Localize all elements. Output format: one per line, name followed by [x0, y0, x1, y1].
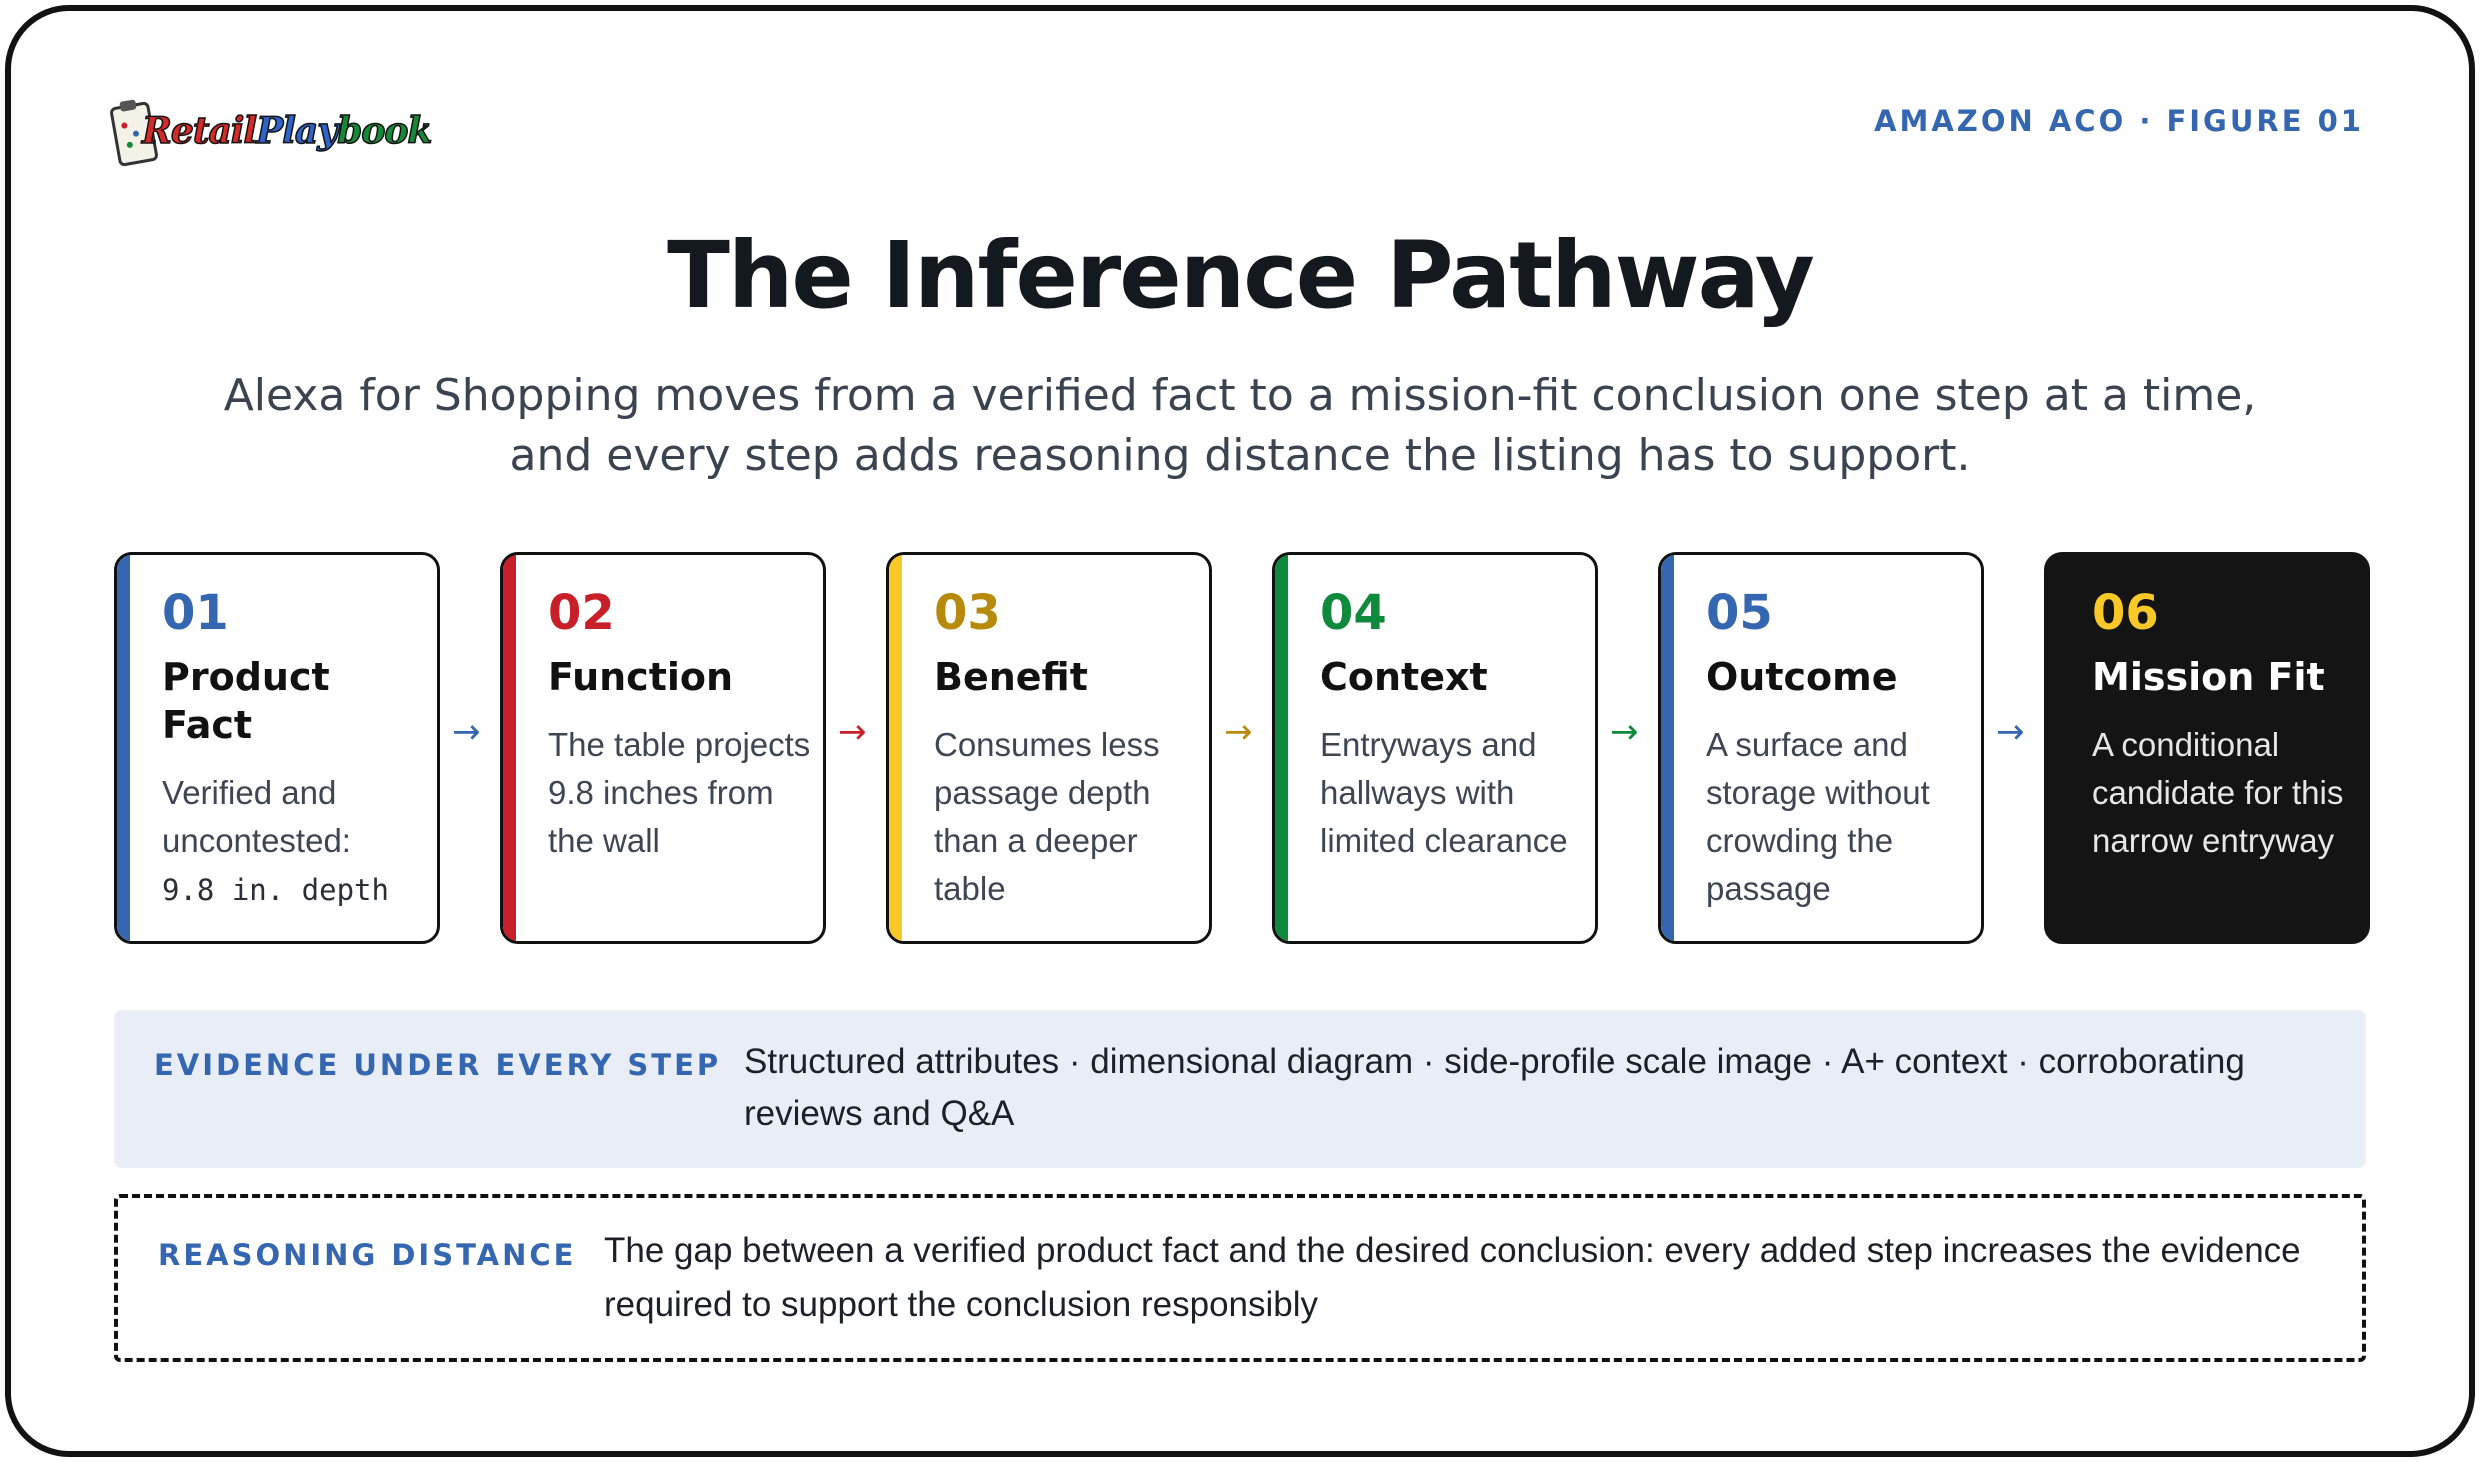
step-title: Function [548, 655, 734, 699]
step-description: A conditional candidate for this narrow … [2092, 726, 2344, 859]
step-title: Mission Fit [2092, 655, 2325, 699]
page-title: The Inference Pathway [667, 222, 1815, 329]
step-card-function: 02 Function The table projects 9.8 inche… [500, 552, 826, 944]
step-card-product-fact: 01 Product Fact Verified and uncontested… [114, 552, 440, 944]
step-description: Verified and uncontested: 9.8 in. depth [162, 769, 432, 914]
step-title: Context [1320, 655, 1488, 699]
logo-dot [126, 141, 134, 149]
figure-label: AMAZON ACO · FIGURE 01 [1874, 104, 2364, 138]
step-number: 06 [2092, 585, 2159, 641]
step-accent-bar [889, 555, 902, 941]
evidence-label: EVIDENCE UNDER EVERY STEP [154, 1048, 722, 1082]
logo-dot [120, 122, 128, 130]
step-card-mission-fit: 06 Mission Fit A conditional candidate f… [2044, 552, 2379, 953]
step-number: 03 [934, 585, 1001, 641]
step-card-outcome: 05 Outcome A surface and storage without… [1658, 552, 1984, 944]
logo-wordmark: RetailPlaybook [141, 109, 433, 153]
reasoning-text: The gap between a verified product fact … [604, 1231, 2301, 1324]
step-accent-bar [117, 555, 130, 941]
arrow-icon: → [838, 712, 867, 752]
evidence-panel: EVIDENCE UNDER EVERY STEP Structured att… [114, 1010, 2366, 1168]
step-description: Consumes less passage depth than a deepe… [934, 726, 1160, 907]
step-number: 02 [548, 585, 615, 641]
step-description: The table projects 9.8 inches from the w… [548, 726, 811, 859]
reasoning-distance-panel: REASONING DISTANCE The gap between a ver… [114, 1194, 2366, 1362]
arrow-icon: → [1610, 712, 1639, 752]
logo-dot [132, 130, 140, 138]
logo-word-play: Play [255, 109, 339, 153]
retailplaybook-logo: RetailPlaybook [109, 100, 433, 168]
step-description: A surface and storage without crowding t… [1706, 726, 1930, 907]
step-number: 04 [1320, 585, 1387, 641]
evidence-text: Structured attributes · dimensional diag… [744, 1042, 2245, 1133]
step-accent-bar [1661, 555, 1674, 941]
step-card-benefit: 03 Benefit Consumes less passage depth t… [886, 552, 1212, 944]
step-title: Benefit [934, 655, 1088, 699]
step-description-measurement: 9.8 in. depth [162, 873, 389, 907]
logo-word-retail: Retail [141, 109, 258, 153]
step-description-text: Verified and uncontested: [162, 774, 351, 859]
step-number: 05 [1706, 585, 1773, 641]
step-title: Product Fact [162, 655, 330, 747]
step-card-context: 04 Context Entryways and hallways with l… [1272, 552, 1598, 944]
arrow-icon: → [1996, 712, 2025, 752]
reasoning-label: REASONING DISTANCE [158, 1238, 577, 1272]
arrow-icon: → [452, 712, 481, 752]
step-accent-bar [1275, 555, 1288, 941]
logo-word-book: book [336, 109, 433, 153]
arrow-icon: → [1224, 712, 1253, 752]
step-title: Outcome [1706, 655, 1898, 699]
step-description: Entryways and hallways with limited clea… [1320, 726, 1568, 859]
step-number: 01 [162, 585, 229, 641]
step-accent-bar [503, 555, 516, 941]
page-subtitle: Alexa for Shopping moves from a verified… [223, 370, 2257, 481]
